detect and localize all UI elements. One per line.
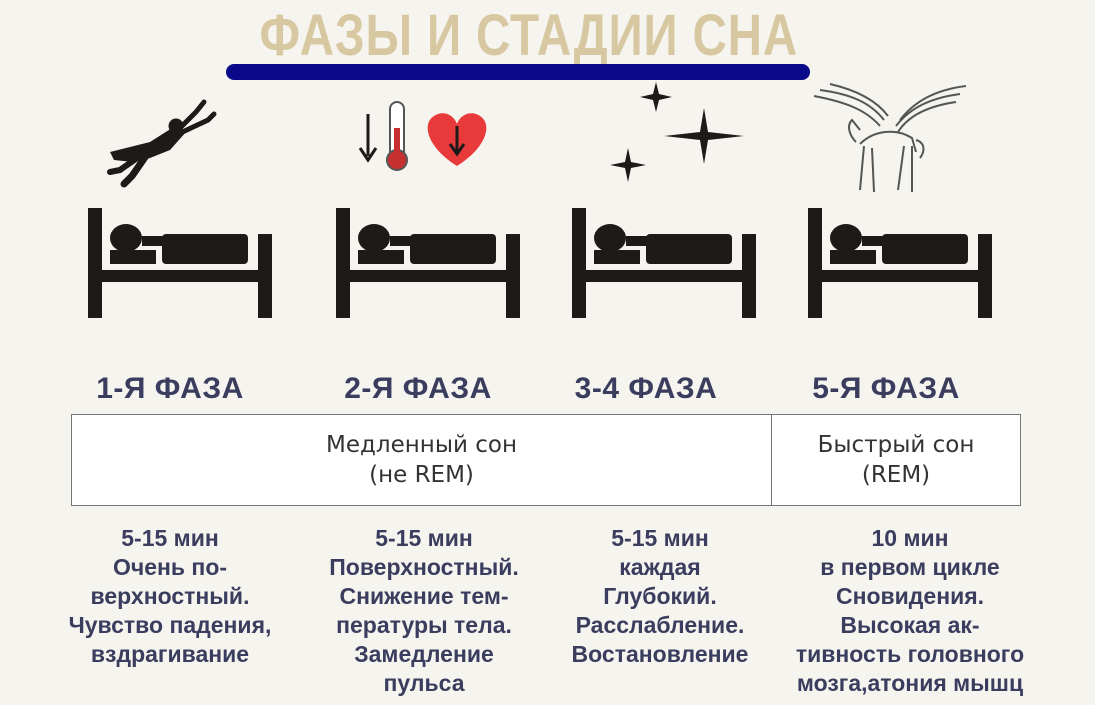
desc-line: Очень по- xyxy=(112,554,228,580)
phase-description-4: 10 мин в первом цикле Сновидения. Высока… xyxy=(780,524,1040,698)
fast-sleep-cell: Быстрый сон (REM) xyxy=(771,415,1020,505)
desc-line: в первом цикле xyxy=(820,554,1000,580)
desc-line: 5-15 мин xyxy=(375,525,473,551)
desc-line: Востановление xyxy=(571,641,749,667)
phase-description-3: 5-15 мин каждая Глубокий. Расслабление. … xyxy=(530,524,790,669)
desc-line: тивность головного xyxy=(795,641,1025,667)
temperature-heart-down-icon xyxy=(358,101,487,171)
fast-sleep-subtitle: (REM) xyxy=(861,462,931,488)
desc-line: Расслабление. xyxy=(575,612,745,638)
page-title: ФАЗЫ И СТАДИИ СНА xyxy=(259,3,799,68)
illustrations xyxy=(88,82,992,318)
pegasus-icon xyxy=(813,83,967,193)
slow-sleep-subtitle: (не REM) xyxy=(369,462,474,488)
desc-line: 10 мин xyxy=(871,525,949,551)
desc-line: мозга,атония мышц xyxy=(796,670,1024,696)
desc-line: Чувство падения, xyxy=(68,612,272,638)
sleep-type-table: Медленный сон (не REM) Быстрый сон (REM) xyxy=(71,414,1021,506)
fast-sleep-title: Быстрый сон xyxy=(817,432,975,458)
desc-line: Поверхностный. xyxy=(329,554,519,580)
desc-line: Сновидения. xyxy=(835,583,985,609)
stars-icon xyxy=(610,82,744,182)
desc-line: 5-15 мин xyxy=(611,525,709,551)
phase-label-3: 3-4 ФАЗА xyxy=(574,372,718,405)
bed-icon-3 xyxy=(572,208,756,318)
desc-line: Глубокий. xyxy=(603,583,717,609)
title-underline xyxy=(226,64,810,80)
desc-line: пературы тела. xyxy=(336,612,512,638)
desc-line: 5-15 мин xyxy=(121,525,219,551)
phase-description-2: 5-15 мин Поверхностный. Снижение тем- пе… xyxy=(294,524,554,698)
phase-label-4: 5-Я ФАЗА xyxy=(812,372,960,405)
falling-person-icon xyxy=(107,99,217,188)
phase-label-2: 2-Я ФАЗА xyxy=(344,372,492,405)
desc-line: пульса xyxy=(383,670,465,696)
desc-line: Высокая ак- xyxy=(840,612,980,638)
desc-line: каждая xyxy=(619,554,701,580)
desc-line: Замедление xyxy=(354,641,494,667)
phase-description-1: 5-15 мин Очень по- верхностный. Чувство … xyxy=(40,524,300,669)
bed-icon-1 xyxy=(88,208,272,318)
desc-line: верхностный. xyxy=(90,583,250,609)
phase-label-1: 1-Я ФАЗА xyxy=(96,372,244,405)
slow-sleep-cell: Медленный сон (не REM) xyxy=(72,415,771,505)
bed-icon-4 xyxy=(808,208,992,318)
desc-line: Снижение тем- xyxy=(339,583,509,609)
desc-line: вздрагивание xyxy=(90,641,250,667)
bed-icon-2 xyxy=(336,208,520,318)
slow-sleep-title: Медленный сон xyxy=(326,432,517,458)
